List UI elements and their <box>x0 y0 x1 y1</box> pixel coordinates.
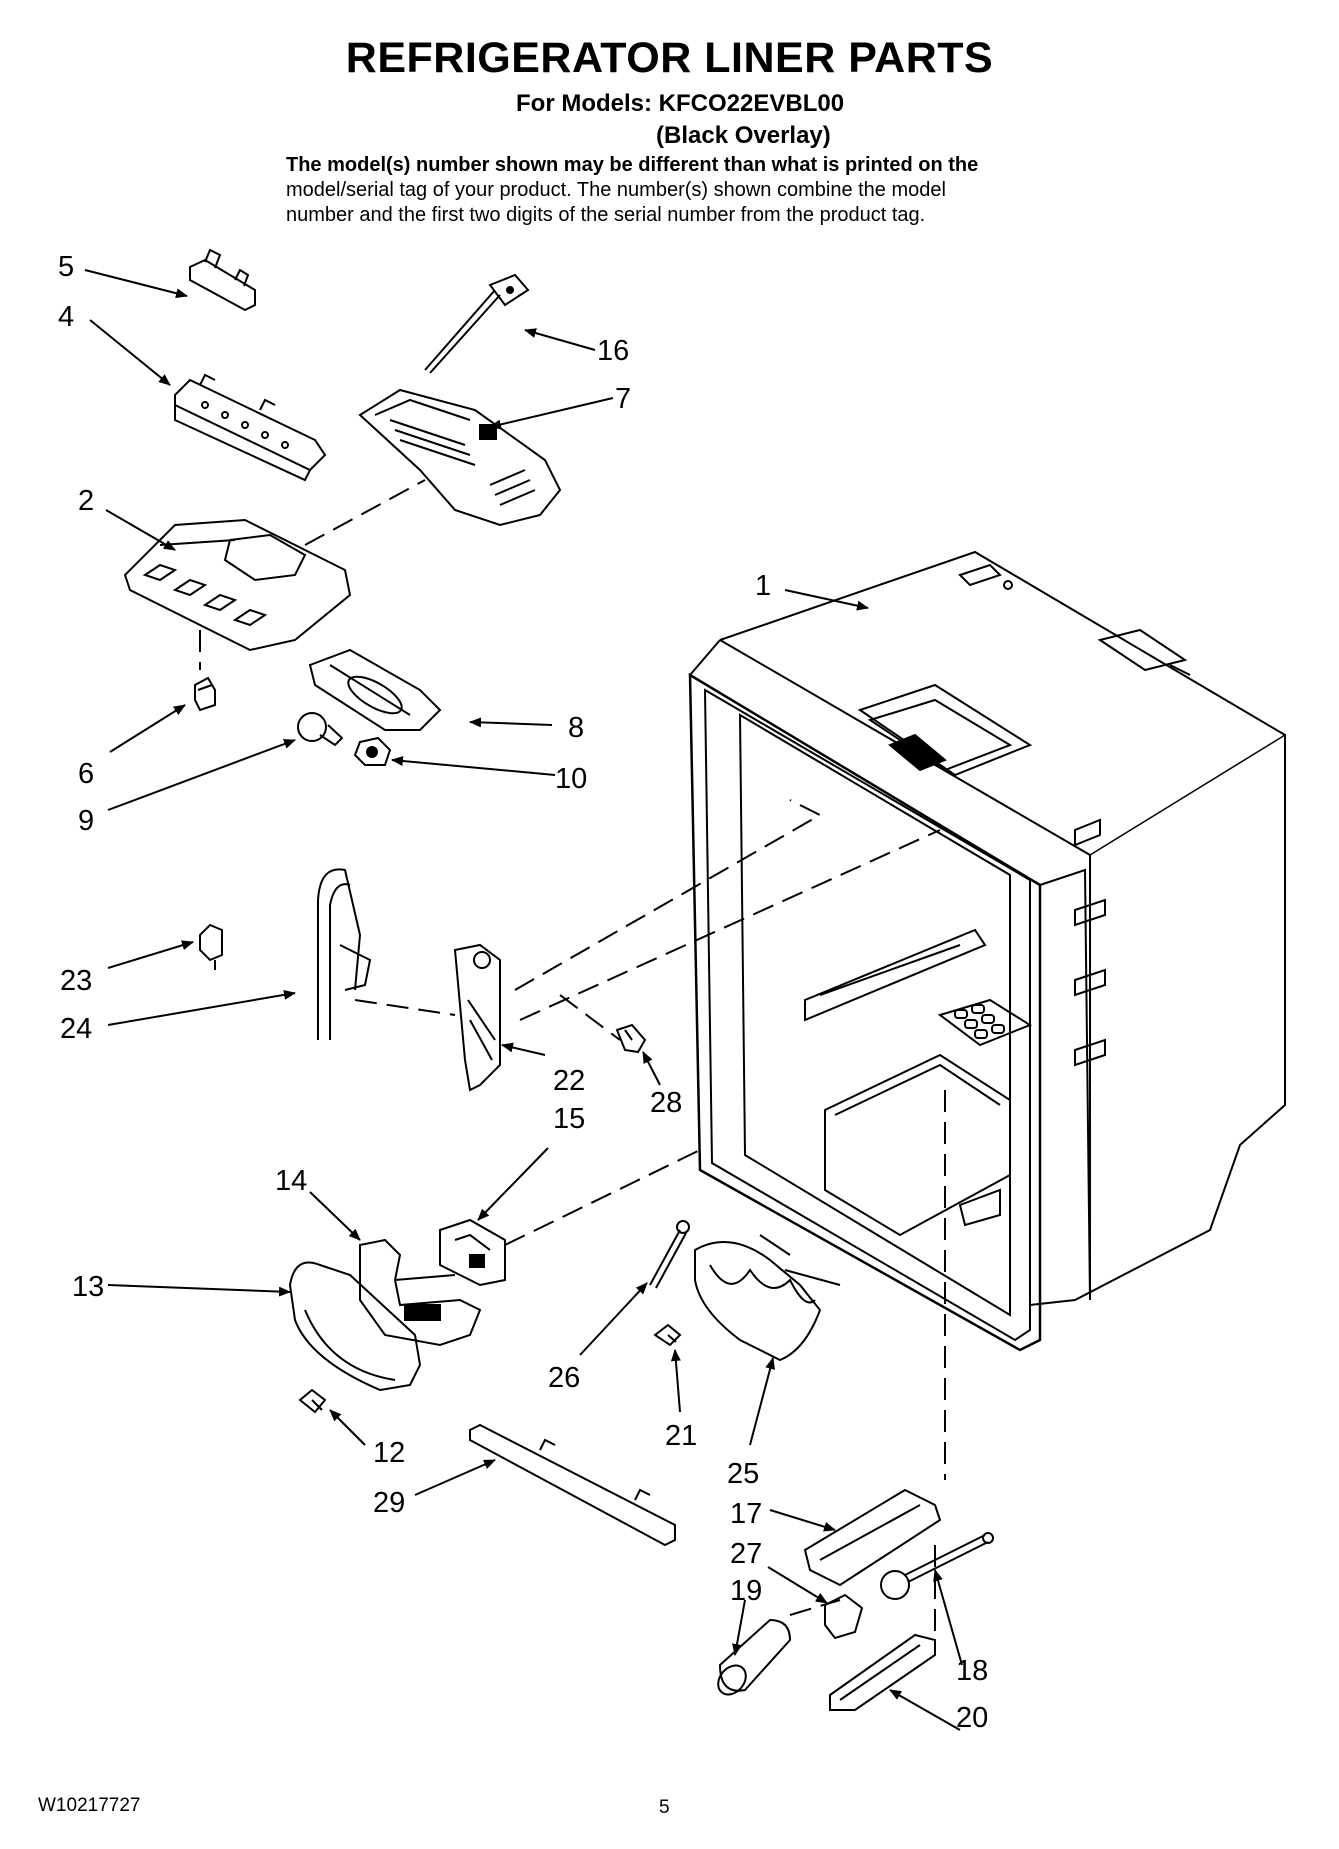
callout-16: 16 <box>597 335 629 367</box>
part-1-liner <box>688 550 1286 1352</box>
callout-25: 25 <box>727 1458 759 1490</box>
callout-15: 15 <box>553 1103 585 1135</box>
callout-10: 10 <box>555 763 587 795</box>
callout-13: 13 <box>72 1271 104 1303</box>
assembly-lines <box>199 479 946 1640</box>
callout-29: 29 <box>373 1487 405 1519</box>
callout-2: 2 <box>78 485 94 517</box>
callout-6: 6 <box>78 758 94 790</box>
callout-24: 24 <box>60 1013 92 1045</box>
part-23-clip <box>199 923 223 970</box>
part-4-housing <box>174 373 327 482</box>
callout-28: 28 <box>650 1087 682 1119</box>
callout-23: 23 <box>60 965 92 997</box>
part-10-socket <box>353 736 392 766</box>
callout-12: 12 <box>373 1437 405 1469</box>
callout-26: 26 <box>548 1362 580 1394</box>
callout-labels: 5 4 16 7 2 1 8 6 10 9 23 24 22 28 15 14 … <box>58 251 988 1734</box>
part-17-bracket <box>803 1488 942 1587</box>
callout-4: 4 <box>58 301 74 333</box>
part-18-thermostat <box>880 1532 994 1600</box>
overlay-line: (Black Overlay) <box>656 122 831 149</box>
leader-lines <box>84 269 963 1731</box>
part-9-bulb <box>297 712 344 747</box>
page-title: REFRIGERATOR LINER PARTS <box>345 34 994 82</box>
document-number: W10217727 <box>38 1795 141 1816</box>
part-15-damper <box>439 1218 506 1287</box>
callout-17: 17 <box>730 1498 762 1530</box>
part-5-bracket <box>189 248 256 312</box>
part-13-bezel <box>288 1261 422 1392</box>
page-number: 5 <box>659 1797 670 1818</box>
part-27-cap <box>824 1593 864 1640</box>
part-28-screw <box>615 1023 647 1054</box>
part-8-lens <box>308 648 442 731</box>
callout-1: 1 <box>755 570 771 602</box>
part-19-filter <box>717 1618 792 1696</box>
note-bold-line: The model(s) number shown may be differe… <box>286 154 979 176</box>
part-29-rail <box>469 1423 676 1547</box>
callout-20: 20 <box>956 1702 988 1734</box>
part-25-heater <box>694 1234 841 1362</box>
models-line: For Models: KFCO22EVBL00 <box>516 90 845 117</box>
callout-7: 7 <box>615 383 631 415</box>
part-6-switch <box>194 676 216 712</box>
part-24-tube <box>317 868 372 1040</box>
callout-18: 18 <box>956 1655 988 1687</box>
callout-19: 19 <box>730 1575 762 1607</box>
part-14-housing <box>359 1238 482 1347</box>
part-7-vent <box>358 388 562 527</box>
part-22-cover <box>453 943 501 1092</box>
callout-14: 14 <box>275 1165 307 1197</box>
part-21-screw <box>653 1323 682 1347</box>
callout-5: 5 <box>58 251 74 283</box>
callout-8: 8 <box>568 712 584 744</box>
part-20-cover <box>829 1633 936 1711</box>
callout-21: 21 <box>665 1420 697 1452</box>
note-line-3: number and the first two digits of the s… <box>286 204 926 226</box>
part-16-bulb-socket <box>424 273 530 374</box>
callout-9: 9 <box>78 805 94 837</box>
model-note: The model(s) number shown may be differe… <box>286 153 1186 228</box>
callout-27: 27 <box>730 1538 762 1570</box>
note-line-2: model/serial tag of your product. The nu… <box>286 179 946 201</box>
part-12-screw <box>298 1388 327 1414</box>
part-26-tube <box>649 1220 690 1289</box>
callout-22: 22 <box>553 1065 585 1097</box>
